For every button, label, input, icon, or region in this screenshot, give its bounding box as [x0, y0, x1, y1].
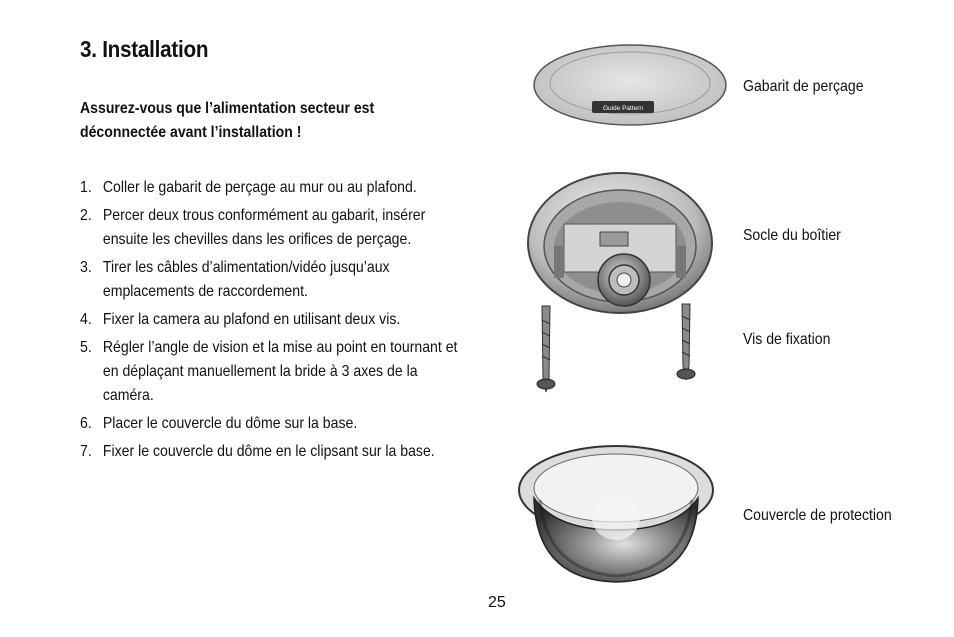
step-text: Tirer les câbles d’alimentation/vidéo ju… [102, 259, 390, 300]
step-number: 4. [80, 311, 92, 328]
step-item: 4. Fixer la camera au plafond en utilisan… [80, 308, 467, 332]
step-text: Fixer le couvercle du dôme en le clipsan… [102, 443, 435, 460]
label-screws: Vis de fixation [743, 331, 831, 348]
dome-cover-illustration [518, 445, 714, 583]
step-item: 5. Régler l’angle de vision et la mise au… [80, 336, 467, 408]
label-housing-base: Socle du boîtier [743, 227, 841, 244]
step-number: 7. [80, 443, 92, 460]
step-item: 7. Fixer le couvercle du dôme en le clips… [80, 440, 467, 464]
step-text: Placer le couvercle du dôme sur la base. [102, 415, 358, 432]
step-item: 6. Placer le couvercle du dôme sur la bas… [80, 412, 467, 436]
step-number: 2. [80, 207, 92, 224]
housing-base-illustration [527, 172, 713, 314]
screw-illustration [676, 303, 696, 381]
step-text: Coller le gabarit de perçage au mur ou a… [102, 179, 417, 196]
label-cover: Couvercle de protection [743, 507, 892, 524]
step-item: 2. Percer deux trous conformément au gaba… [80, 204, 467, 252]
step-number: 1. [80, 179, 92, 196]
page-number: 25 [488, 594, 506, 611]
installation-steps: 1. Coller le gabarit de perçage au mur ou… [80, 176, 467, 468]
section-title: 3. Installation [80, 36, 209, 62]
step-number: 3. [80, 259, 92, 276]
label-drill-template: Gabarit de perçage [743, 78, 864, 95]
drill-template-illustration: Guide Pattern [533, 44, 727, 126]
power-warning: Assurez-vous que l’alimentation secteur … [80, 100, 375, 141]
step-item: 3. Tirer les câbles d’alimentation/vidéo … [80, 256, 467, 304]
template-tag: Guide Pattern [603, 105, 643, 112]
step-number: 6. [80, 415, 92, 432]
step-text: Percer deux trous conformément au gabari… [102, 207, 426, 248]
step-number: 5. [80, 339, 92, 356]
screw-illustration [536, 305, 556, 393]
step-text: Fixer la camera au plafond en utilisant … [102, 311, 401, 328]
step-item: 1. Coller le gabarit de perçage au mur ou… [80, 176, 467, 200]
step-text: Régler l’angle de vision et la mise au p… [102, 339, 458, 404]
